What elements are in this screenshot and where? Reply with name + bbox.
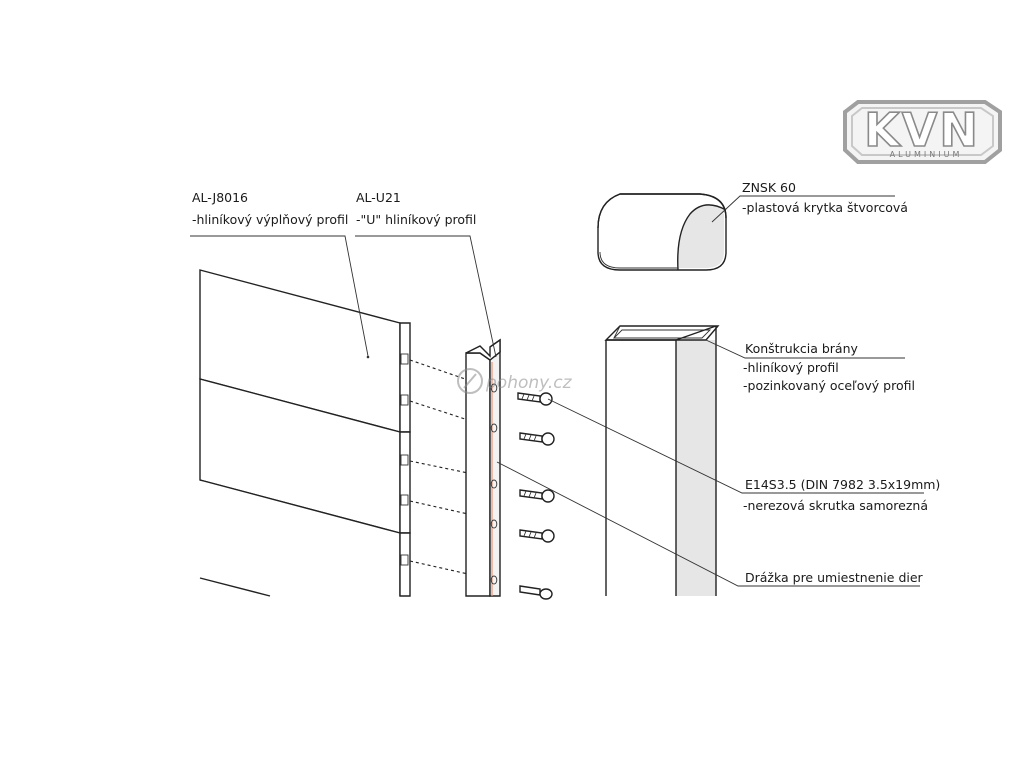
gate-frame-post bbox=[604, 325, 720, 596]
cap-znsk60 bbox=[597, 193, 727, 271]
label-cap-code: ZNSK 60 bbox=[742, 180, 796, 195]
screw-icon bbox=[519, 489, 555, 503]
label-cap-desc: -plastová krytka štvorcová bbox=[742, 200, 908, 215]
leader-lines bbox=[190, 195, 924, 587]
label-screw-code: E14S3.5 (DIN 7982 3.5x19mm) bbox=[745, 477, 940, 492]
label-infill: AL-J8016 -hliníkový výplňový profil bbox=[192, 190, 348, 227]
screw-icon bbox=[517, 392, 553, 406]
label-u-profile-desc: -"U" hliníkový profil bbox=[356, 212, 476, 227]
pohony-watermark: pohony.cz bbox=[457, 368, 573, 394]
screw-icon bbox=[519, 529, 555, 543]
label-u-profile: AL-U21 -"U" hliníkový profil bbox=[356, 190, 476, 227]
label-frame: Konštrukcia brány -hliníkový profil -poz… bbox=[743, 341, 915, 393]
u-profile bbox=[465, 338, 501, 597]
label-frame-desc-2: -pozinkovaný oceľový profil bbox=[743, 378, 915, 393]
logo-subtitle: ALUMINIUM bbox=[890, 150, 963, 159]
label-u-profile-code: AL-U21 bbox=[356, 190, 401, 205]
label-groove-code: Drážka pre umiestnenie dier bbox=[745, 570, 924, 585]
logo-mark: KVN bbox=[864, 103, 980, 157]
infill-profile-stack bbox=[199, 269, 411, 597]
screw-icon bbox=[519, 585, 553, 600]
screw-set bbox=[517, 392, 555, 600]
screw-icon bbox=[519, 432, 555, 446]
alignment-dashes bbox=[409, 359, 469, 575]
label-cap: ZNSK 60 -plastová krytka štvorcová bbox=[742, 180, 908, 215]
label-infill-code: AL-J8016 bbox=[192, 190, 248, 205]
label-frame-desc-1: -hliníkový profil bbox=[743, 360, 839, 375]
watermark-text: pohony.cz bbox=[485, 373, 573, 393]
label-screw-desc: -nerezová skrutka samorezná bbox=[743, 498, 928, 513]
label-groove: Drážka pre umiestnenie dier bbox=[745, 570, 924, 585]
label-screw: E14S3.5 (DIN 7982 3.5x19mm) -nerezová sk… bbox=[743, 477, 940, 513]
label-infill-desc: -hliníkový výplňový profil bbox=[192, 212, 348, 227]
label-frame-code: Konštrukcia brány bbox=[745, 341, 858, 356]
kvn-logo: KVN ALUMINIUM bbox=[843, 100, 1002, 164]
